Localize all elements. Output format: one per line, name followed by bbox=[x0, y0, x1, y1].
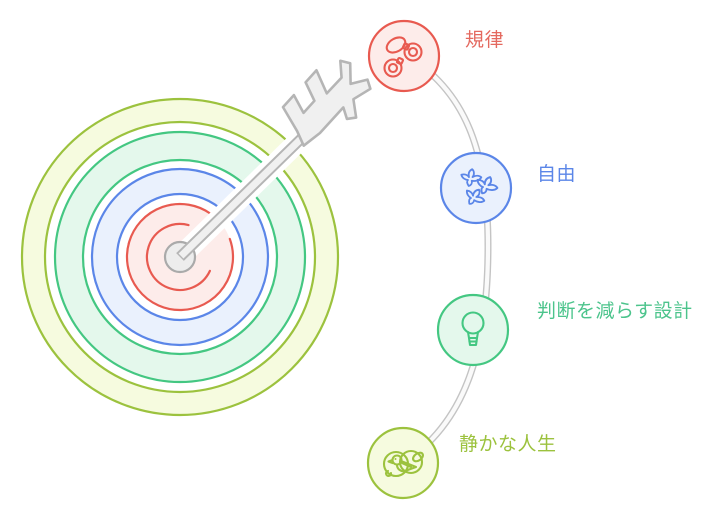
connector-path bbox=[401, 50, 492, 466]
node-freedom-circle bbox=[439, 151, 513, 225]
handcuffs-icon bbox=[383, 36, 423, 78]
bullseye-target bbox=[20, 59, 372, 417]
node-discipline: 規律 bbox=[367, 19, 504, 93]
node-freedom: 自由 bbox=[439, 151, 576, 225]
node-design: 判断を減らす設計 bbox=[436, 293, 693, 367]
node-discipline-circle bbox=[367, 19, 441, 93]
bullseye-ring-third bbox=[90, 167, 270, 347]
arrow-fletching bbox=[281, 59, 372, 147]
bullseye-ring-outer bbox=[20, 97, 340, 417]
node-freedom-label: 自由 bbox=[537, 163, 576, 185]
bullseye-ring-second bbox=[53, 130, 307, 384]
node-quiet-life: 静かな人生 bbox=[366, 426, 557, 500]
node-design-circle bbox=[436, 293, 510, 367]
node-discipline-label: 規律 bbox=[465, 29, 504, 51]
bird-nest-icon bbox=[382, 449, 424, 478]
node-quiet-life-label: 静かな人生 bbox=[459, 433, 557, 455]
lightbulb-icon bbox=[461, 311, 485, 347]
arrow-shaft-fill bbox=[178, 129, 311, 259]
node-design-label: 判断を減らす設計 bbox=[537, 300, 693, 322]
arrow bbox=[163, 59, 372, 274]
